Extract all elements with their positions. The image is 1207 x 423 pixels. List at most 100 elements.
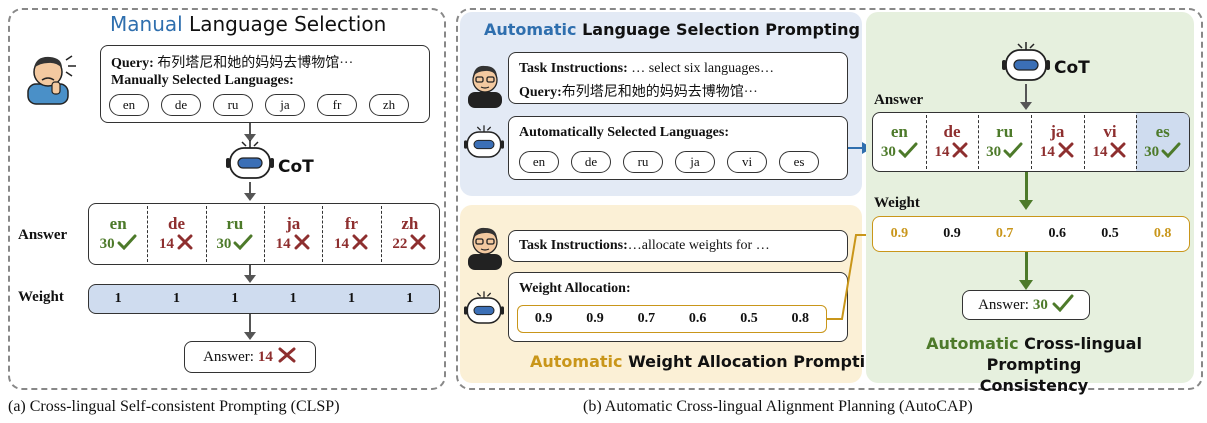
check-icon — [1161, 142, 1181, 163]
weight-allocation-label: Weight Allocation: — [519, 281, 631, 296]
language-pill: vi — [727, 151, 767, 173]
wap-title: Automatic Weight Allocation Prompting — [530, 352, 888, 371]
answer-score: 14 — [934, 143, 950, 160]
task-label: Task Instructions: — [519, 61, 628, 76]
panel-a-title-rest: Language Selection — [182, 12, 387, 36]
weight-value: 1 — [172, 291, 180, 306]
language-pill: ru — [623, 151, 663, 173]
answer-language: ja — [1050, 121, 1065, 141]
answer-label: Answer — [874, 92, 924, 108]
language-pill: en — [519, 151, 559, 173]
weight-value: 0.9 — [943, 226, 961, 241]
weight-value: 0.8 — [1153, 226, 1172, 241]
caption-b: (b) Automatic Cross-lingual Alignment Pl… — [583, 398, 973, 415]
weight-value: 1 — [231, 291, 239, 306]
check-icon — [233, 234, 253, 255]
answer-divider — [380, 206, 382, 262]
answer-language: ja — [286, 213, 301, 233]
answer-score: 22 — [392, 235, 408, 252]
answer-language: en — [109, 213, 127, 233]
weight-value: 0.7 — [637, 311, 656, 326]
check-icon — [898, 142, 918, 163]
check-icon — [117, 234, 137, 255]
weight-value: 0.6 — [688, 311, 707, 326]
person-icon — [468, 65, 502, 108]
cot-label: CoT — [278, 157, 314, 177]
answer-divider — [1083, 115, 1085, 169]
panel-b-final-answer: Answer: 30 — [962, 290, 1090, 320]
cross-icon — [293, 234, 311, 255]
robot-icon — [226, 140, 274, 179]
final-answer-label: Answer: — [978, 296, 1029, 313]
answer-cell: en 30 — [89, 204, 147, 264]
wap-task-text: …allocate weights for … — [627, 238, 770, 253]
cross-icon — [951, 142, 969, 163]
weight-value: 0.6 — [1048, 226, 1067, 241]
query-label: Query: — [111, 56, 154, 71]
answer-divider — [978, 115, 980, 169]
language-pill: de — [571, 151, 611, 173]
lsp-title: Automatic Language Selection Prompting — [484, 20, 860, 39]
answer-divider — [205, 206, 207, 262]
cpc-title-highlight: Automatic — [926, 334, 1019, 353]
answer-score: 30 — [99, 235, 115, 252]
task-text: … select six languages… — [627, 61, 774, 76]
answer-score: 14 — [1039, 143, 1055, 160]
weight-value: 0.9 — [586, 311, 604, 326]
answer-divider — [322, 206, 324, 262]
cross-icon — [1057, 142, 1075, 163]
panel-a-frame — [8, 8, 446, 390]
cross-icon — [351, 234, 369, 255]
answer-score: 30 — [986, 143, 1002, 160]
final-answer-label: Answer: — [203, 348, 254, 365]
panel-b-frame — [456, 8, 1203, 390]
answer-language: es — [1155, 121, 1170, 141]
answer-language: de — [943, 121, 961, 141]
cross-icon — [277, 346, 297, 369]
answer-cell: ja 14 — [1031, 113, 1084, 171]
panel-a-title: Manual Language Selection — [110, 12, 386, 36]
robot-icon — [464, 125, 504, 158]
answer-language: fr — [344, 213, 359, 233]
query-label: Query: — [519, 85, 562, 100]
answer-language: ru — [226, 213, 244, 233]
answer-score: 30 — [880, 143, 896, 160]
robot-icon — [1002, 42, 1050, 81]
final-answer-value: 14 — [257, 348, 273, 365]
final-answer-value: 30 — [1032, 296, 1048, 313]
language-pill: de — [161, 94, 201, 116]
caption-a: (a) Cross-lingual Self-consistent Prompt… — [8, 398, 340, 415]
person-icon — [468, 227, 502, 270]
weight-value: 1 — [289, 291, 297, 306]
language-pill: zh — [369, 94, 409, 116]
weight-label: Weight — [874, 195, 920, 211]
answer-divider — [147, 206, 149, 262]
lsp-title-rest: Language Selection Prompting — [576, 20, 860, 39]
answer-score: 14 — [158, 235, 174, 252]
auto-languages-label: Automatically Selected Languages: — [519, 125, 729, 140]
answer-language: en — [890, 121, 908, 141]
weight-value: 0.5 — [1101, 226, 1119, 241]
cot-label: CoT — [1054, 58, 1090, 78]
language-pill: fr — [317, 94, 357, 116]
answer-divider — [264, 206, 265, 262]
answer-divider — [1136, 115, 1138, 169]
panel-a-title-highlight: Manual — [110, 12, 183, 36]
answer-score: 14 — [333, 235, 349, 252]
cpc-title-rest-2: Consistency — [979, 376, 1089, 395]
confused-person-icon — [27, 55, 76, 105]
weight-value: 0.8 — [791, 311, 810, 326]
query-text: 布列塔尼和她的妈妈去博物馆··· — [561, 85, 758, 100]
